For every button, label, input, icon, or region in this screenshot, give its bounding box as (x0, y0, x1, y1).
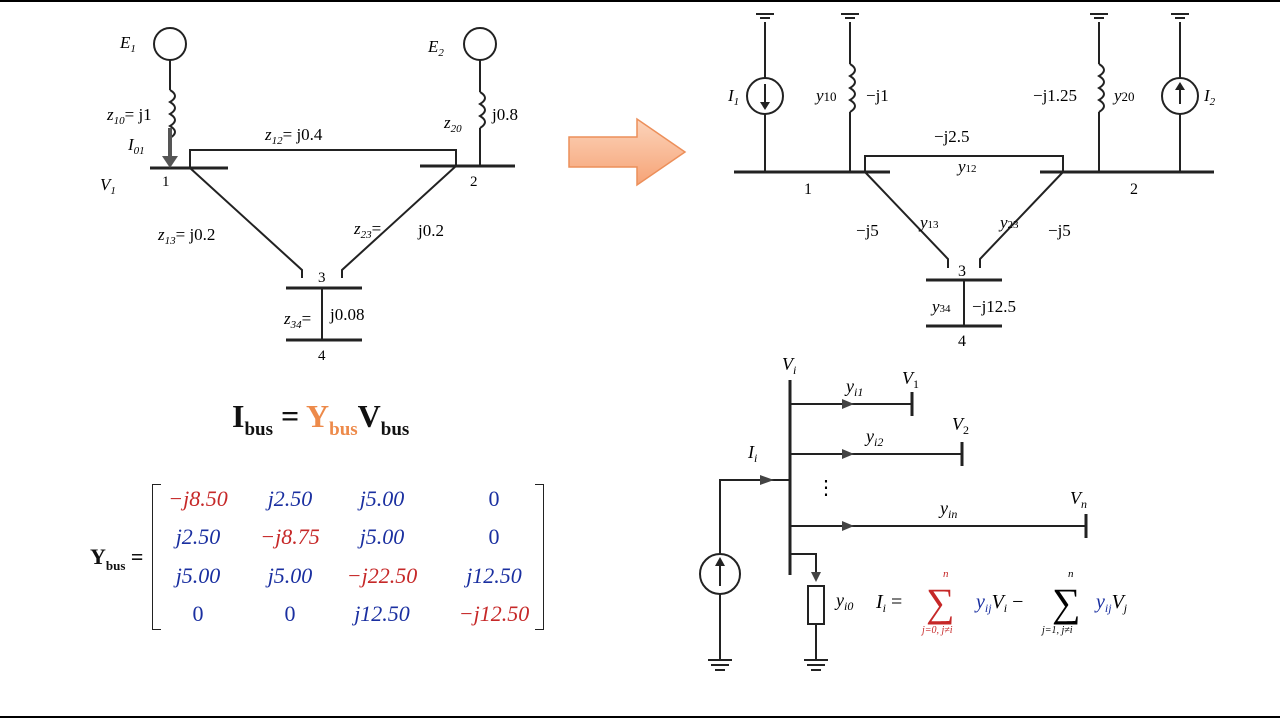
y12-label: y12 (956, 157, 977, 176)
matrix-left-bracket (152, 484, 161, 630)
z12-label: z12= j0.4 (264, 125, 323, 147)
y34-value: −j12.5 (972, 297, 1016, 316)
top-border (0, 0, 1280, 2)
matrix-cell: 0 (192, 601, 204, 626)
bus-4-label: 4 (318, 348, 326, 364)
transform-arrow (568, 117, 687, 187)
matrix-cell: j5.00 (267, 563, 313, 588)
i01-label: I01 (127, 135, 145, 157)
e1-label: E1 (119, 33, 136, 55)
matrix-cell: 0 (488, 524, 500, 549)
matrix-cell: −j8.75 (260, 524, 320, 549)
z13-label: z13= j0.2 (157, 225, 215, 247)
y13-label: y13 (918, 213, 939, 232)
z23-value: j0.2 (417, 221, 444, 240)
matrix-cell: j12.50 (354, 601, 410, 626)
ibus-equation: Ibus = YbusVbus (232, 398, 410, 440)
formula-term2: yijVj (1094, 591, 1128, 615)
y20-label: y20 (1112, 86, 1135, 105)
y13-value: −j5 (856, 221, 879, 240)
admittance-circuit-diagram: I1 I2 y10 −j1 −j1.25 y20 −j2.5 y12 y13 −… (727, 13, 1216, 350)
vi-label: Vi (782, 354, 796, 377)
z20-label: z20 (443, 113, 462, 135)
yin-label: yin (938, 498, 957, 521)
matrix-cell: −j12.50 (458, 601, 530, 626)
impedance-circuit-diagram: E1 E2 z10= j1 z20 j0.8 I01 V1 z12= j0.4 … (100, 27, 518, 364)
sum2-top: n (1068, 568, 1074, 580)
matrix-right-bracket (535, 484, 544, 630)
ybus-label: Ybus = (90, 544, 144, 573)
bus-1-label: 1 (804, 181, 812, 198)
ybus-matrix: −j8.50 j2.50 j5.00 0 j2.50 −j8.75 j5.00 … (152, 484, 544, 630)
z34-value: j0.08 (329, 305, 364, 324)
y10-label: y10 (814, 86, 837, 105)
y23-label: y23 (998, 213, 1019, 232)
node-current-diagram: Vi V1 V2 Vn yi1 yi2 yin Ii yi0 ⋮ Ii = ∑ … (699, 354, 1128, 671)
z23-label: z23= (353, 219, 381, 241)
bus-4-label: 4 (958, 333, 966, 350)
ii-label: Ii (747, 442, 757, 465)
ybus-symbol: Ybus (306, 398, 358, 440)
matrix-cell: j12.50 (466, 563, 522, 588)
sum1-sigma: ∑ (926, 580, 955, 625)
matrix-cell: j5.00 (175, 563, 221, 588)
ellipsis-dots: ⋮ (816, 477, 836, 499)
matrix-cell: −j22.50 (346, 563, 418, 588)
sum2-bottom: j=1, j≠i (1040, 625, 1073, 636)
y34-label: y34 (930, 297, 951, 316)
y20-value: −j1.25 (1033, 86, 1077, 105)
formula-lhs: Ii = (875, 591, 902, 615)
matrix-cell: j5.00 (359, 486, 405, 511)
matrix-cell: 0 (488, 486, 500, 511)
bus-2-label: 2 (470, 174, 478, 190)
y12-value: −j2.5 (934, 127, 970, 146)
bus-1-label: 1 (162, 174, 170, 190)
sum2-sigma: ∑ (1052, 580, 1081, 625)
bus-3-label: 3 (958, 263, 966, 280)
sum1-bottom: j=0, j≠i (920, 625, 953, 636)
y23-value: −j5 (1048, 221, 1071, 240)
v2-label: V2 (952, 414, 969, 437)
y10-value: −j1 (866, 86, 889, 105)
vn-label: Vn (1070, 488, 1087, 511)
z34-label: z34= (283, 309, 311, 331)
sum1-top: n (943, 568, 949, 580)
i2-label: I2 (1203, 86, 1216, 108)
yi2-label: yi2 (864, 426, 883, 449)
yi0-label: yi0 (834, 590, 853, 613)
formula-term1: yijVi − (974, 591, 1023, 615)
e2-label: E2 (427, 37, 444, 59)
z20-value: j0.8 (491, 105, 518, 124)
bus-2-label: 2 (1130, 181, 1138, 198)
i1-label: I1 (727, 86, 739, 108)
bus-3-label: 3 (318, 270, 326, 286)
z10-label: z10= j1 (106, 105, 152, 127)
matrix-cell: j2.50 (267, 486, 313, 511)
matrix-cell: j5.00 (359, 524, 405, 549)
yi1-label: yi1 (844, 376, 863, 399)
matrix-cell: −j8.50 (168, 486, 228, 511)
matrix-cell: 0 (284, 601, 296, 626)
v1-label: V1 (100, 175, 116, 197)
v1-label: V1 (902, 368, 919, 391)
matrix-cell: j2.50 (175, 524, 221, 549)
bottom-border (0, 716, 1280, 718)
